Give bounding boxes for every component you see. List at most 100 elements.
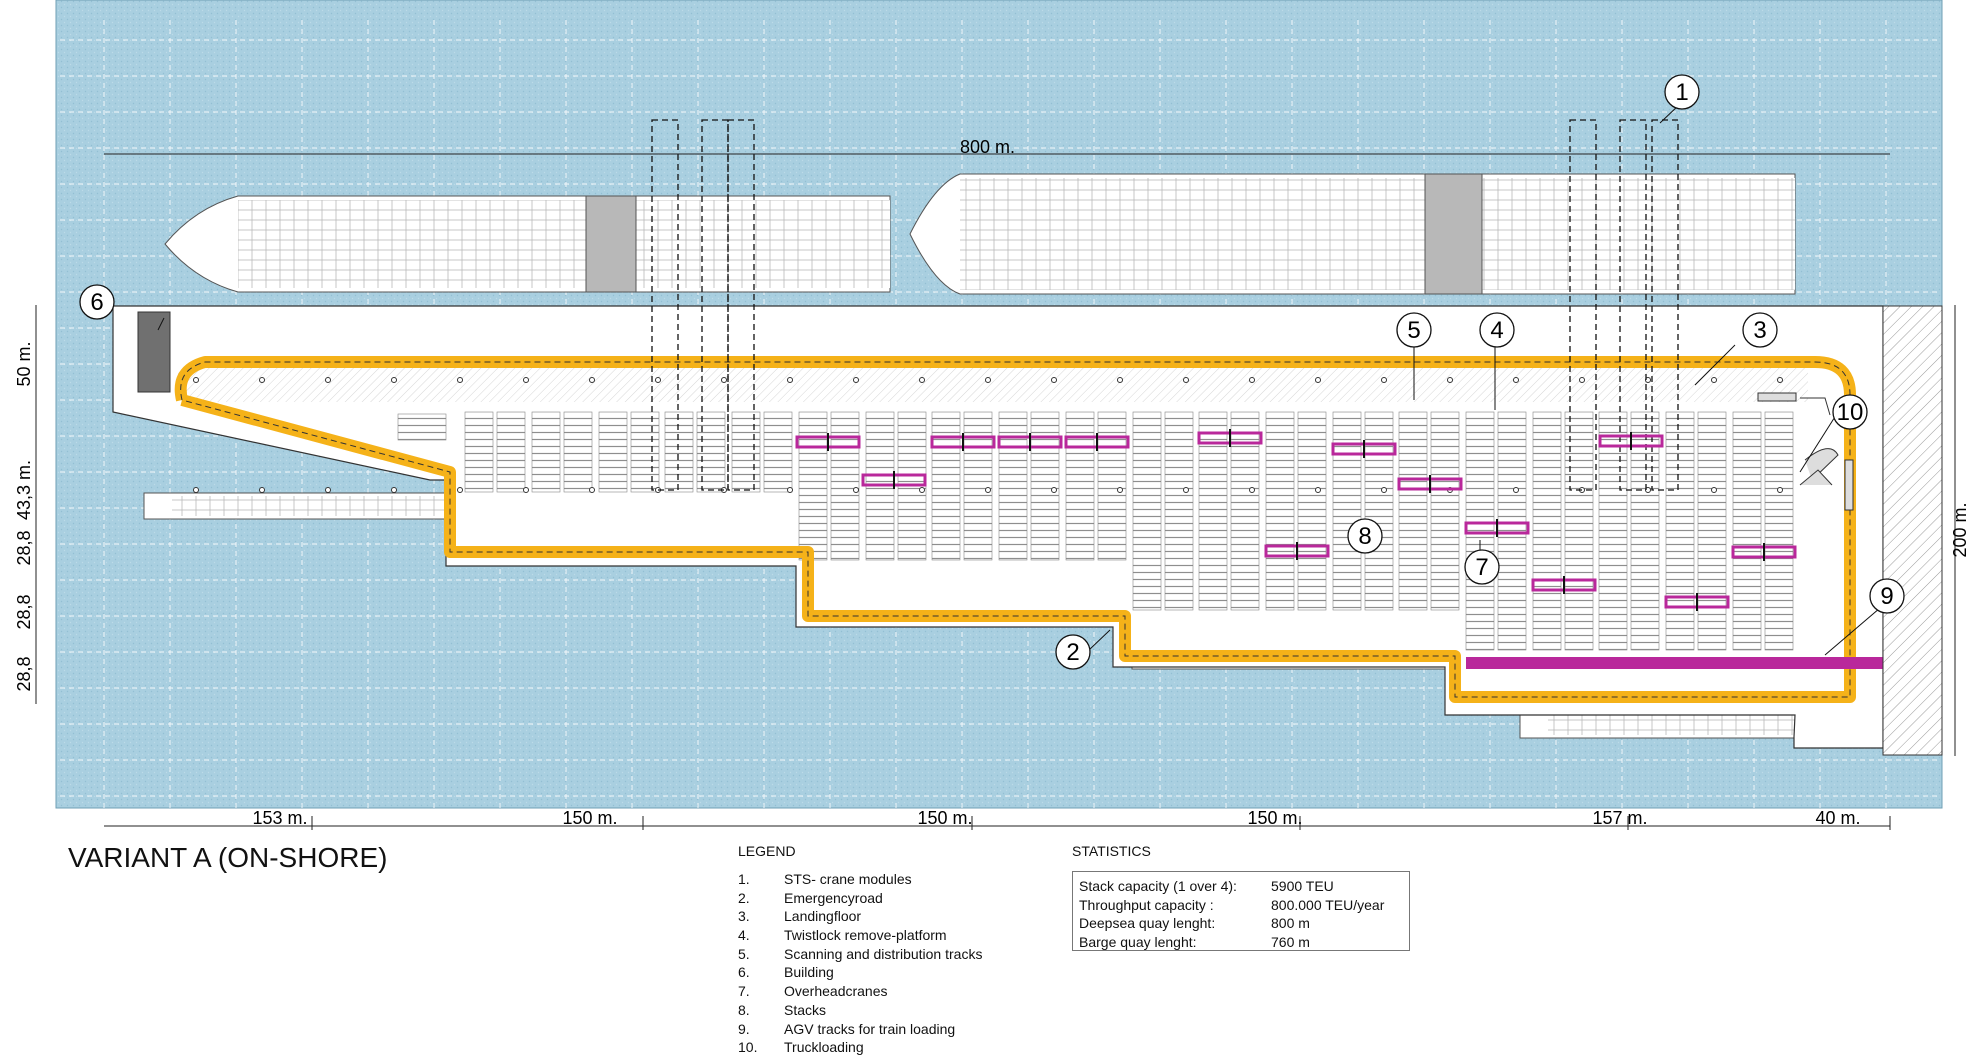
left-dimension-label: 50 m. (14, 341, 34, 386)
svg-text:6: 6 (90, 289, 103, 316)
callout-7: 7 (1464, 549, 1500, 585)
statistics-label: Deepsea quay lenght: (1079, 915, 1216, 931)
legend-item-text: Twistlock remove-platform (784, 927, 947, 944)
callout-9: 9 (1869, 578, 1905, 614)
stack-block (664, 411, 694, 493)
page-title: VARIANT A (ON-SHORE) (68, 842, 388, 873)
sts-crane-module (1651, 119, 1679, 491)
statistics-label: Barge quay lenght: (1079, 933, 1197, 950)
stack-block (464, 411, 494, 493)
bottom-dimension-label: 150 m. (1247, 808, 1302, 828)
legend-item: 5. Scanning and distribution tracks (738, 946, 982, 965)
statistics-value: 5900 TEU (1271, 878, 1334, 894)
right-dimension-label: 200 m. (1950, 502, 1970, 557)
legend-heading: LEGEND (738, 843, 796, 859)
stack-block (1030, 411, 1060, 561)
legend-item: 4. Twistlock remove-platform (738, 927, 982, 946)
vessel-superstructure (1424, 173, 1483, 295)
svg-text:10: 10 (1837, 399, 1864, 426)
callout-8: 8 (1347, 518, 1383, 554)
legend-item-text: Truckloading (784, 1039, 864, 1056)
building (137, 311, 171, 393)
stack-block (496, 411, 526, 493)
statistics-row: Deepsea quay lenght:800 m (1079, 915, 1403, 934)
stack-block (397, 413, 447, 441)
legend-item: 10.Truckloading (738, 1039, 982, 1058)
legend-item-text: Landingfloor (784, 908, 862, 925)
legend-item-number: 5. (738, 945, 750, 962)
stack-block (1398, 411, 1428, 611)
stack-block (598, 411, 628, 493)
stack-block (1732, 411, 1762, 651)
callout-1: 1 (1664, 74, 1700, 110)
deepsea-vessel-west (164, 195, 891, 293)
svg-text:5: 5 (1407, 317, 1420, 344)
legend-item: 9.AGV tracks for train loading (738, 1021, 982, 1040)
callout-3: 3 (1742, 312, 1778, 348)
legend-item-number: 4. (738, 927, 750, 944)
sts-crane-module (701, 119, 729, 491)
overhead-crane (1397, 475, 1463, 493)
sts-crane-module (727, 119, 755, 491)
overhead-crane (1598, 432, 1664, 450)
agv-train-track (1466, 657, 1883, 669)
statistics-label: Throughput capacity : (1079, 896, 1214, 913)
terminal-plan: 800 m. 153 m.150 m.150 m.150 m.157 m.40 … (14, 0, 1970, 830)
statistics-value: 800.000 TEU/year (1271, 896, 1385, 913)
stack-block (563, 411, 593, 493)
statistics-row: Barge quay lenght:760 m (1079, 934, 1403, 953)
bottom-dimension-label: 150 m. (562, 808, 617, 828)
stack-block (763, 411, 793, 493)
stack-block (963, 411, 993, 561)
stack-block (1097, 411, 1127, 561)
left-dimension-label: 28,8 (14, 656, 34, 691)
overhead-crane (1664, 593, 1730, 611)
scanning-distribution-tracks (178, 366, 1808, 402)
legend-item: 3.Landingfloor (738, 908, 982, 927)
callout-2: 2 (1055, 634, 1091, 670)
stack-block (1065, 411, 1095, 561)
stack-block (1430, 411, 1460, 611)
legend-item-number: 6. (738, 964, 750, 981)
svg-text:4: 4 (1490, 317, 1503, 344)
legend-item: 8. Stacks (738, 1002, 982, 1021)
legend-item: 7. Overheadcranes (738, 983, 982, 1002)
overhead-crane (1731, 543, 1797, 561)
stack-block (731, 411, 761, 493)
stack-block (531, 411, 561, 493)
stack-block (1764, 411, 1794, 651)
legend-item-number: 8. (738, 1001, 750, 1018)
left-dimension-label: 43,3 m. (14, 460, 34, 520)
overhead-crane (1197, 429, 1263, 447)
svg-text:7: 7 (1475, 554, 1488, 581)
stack-block (1164, 411, 1194, 611)
stack-block (1532, 411, 1562, 651)
left-dimension-label: 28,8 (14, 594, 34, 629)
legend-item-text: Overheadcranes (784, 983, 888, 1000)
stack-block (1497, 411, 1527, 651)
legend-item-text: Scanning and distribution tracks (784, 945, 983, 962)
legend-item-number: 2. (738, 889, 750, 906)
legend-item-text: STS- crane modules (784, 871, 912, 887)
quay-wall-east (1882, 305, 1943, 756)
stack-block (998, 411, 1028, 561)
dimension-lines (35, 153, 1956, 827)
statistics-heading: STATISTICS (1072, 843, 1151, 859)
legend-item-text: Stacks (784, 1001, 827, 1018)
callout-5: 5 (1396, 312, 1432, 348)
legend-item-number: 7. (738, 983, 750, 1000)
sts-crane-module (1619, 119, 1647, 491)
overhead-crane (861, 471, 927, 489)
stack-block (1265, 411, 1295, 611)
overhead-crane (1264, 542, 1330, 560)
stack-block (1630, 411, 1660, 651)
svg-text:9: 9 (1880, 583, 1893, 610)
sts-crane-module (1569, 119, 1597, 491)
stack-block (696, 411, 726, 493)
stack-block (1564, 411, 1594, 651)
callout-10: 10 (1832, 394, 1868, 430)
stack-block (1364, 411, 1394, 611)
overhead-crane (1531, 576, 1597, 594)
stack-block (1198, 411, 1228, 611)
overhead-crane (1464, 519, 1530, 537)
